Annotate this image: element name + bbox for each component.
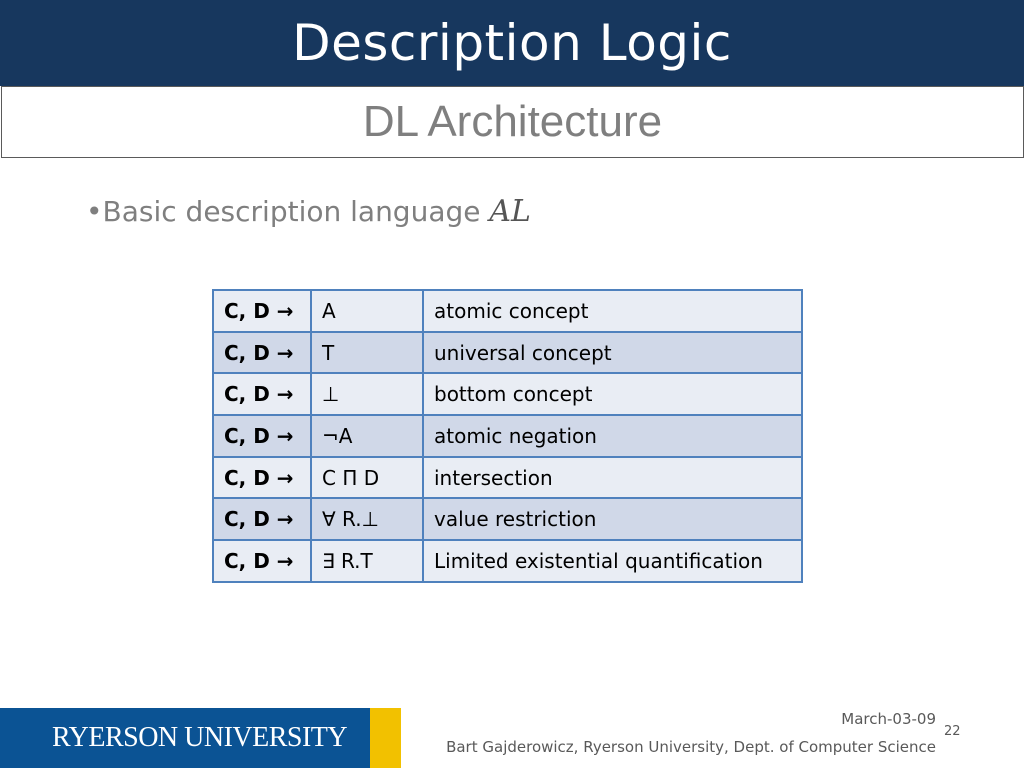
table-cell-desc: Limited existential quantification (422, 539, 803, 583)
table-row: C, D → ¬A atomic negation (212, 414, 803, 458)
table-cell-desc: bottom concept (422, 372, 803, 417)
table-cell-desc: value restriction (422, 497, 803, 542)
table-cell-lhs: C, D → (212, 289, 312, 333)
footer-author: Bart Gajderowicz, Ryerson University, De… (446, 738, 936, 756)
table-cell-lhs: C, D → (212, 539, 312, 583)
table-cell-expr: ⊥ (310, 372, 424, 417)
table-row: C, D → ∀ R.⊥ value restriction (212, 497, 803, 542)
bullet-text: •Basic description language (86, 195, 490, 228)
title-bar: Description Logic (0, 0, 1024, 86)
table-cell-desc: universal concept (422, 330, 803, 375)
slide-subtitle: DL Architecture (362, 97, 663, 146)
table-row: C, D → T universal concept (212, 330, 803, 375)
table-cell-lhs: C, D → (212, 455, 312, 500)
table-row: C, D → ⊥ bottom concept (212, 372, 803, 417)
table-cell-desc: atomic concept (422, 289, 803, 333)
table-cell-lhs: C, D → (212, 330, 312, 375)
table-cell-lhs: C, D → (212, 414, 312, 458)
table-cell-expr: ¬A (310, 414, 424, 458)
footer-date: March-03-09 (841, 710, 936, 728)
logo-text: RYERSON UNIVERSITY (52, 722, 348, 753)
table-cell-expr: C Π D (310, 455, 424, 500)
subtitle-box: DL Architecture (1, 86, 1024, 158)
table-row: C, D → A atomic concept (212, 289, 803, 333)
table-cell-lhs: C, D → (212, 372, 312, 417)
bullet-point: •Basic description language AL (86, 194, 531, 229)
table-cell-desc: intersection (422, 455, 803, 500)
logo-gold-stripe (370, 708, 401, 768)
table-cell-desc: atomic negation (422, 414, 803, 458)
table-cell-expr: T (310, 330, 424, 375)
language-symbol: AL (489, 194, 531, 229)
table-cell-expr: A (310, 289, 424, 333)
slide-title: Description Logic (292, 14, 732, 72)
syntax-table: C, D → A atomic concept C, D → T univers… (212, 289, 803, 583)
page-number: 22 (944, 724, 961, 739)
table-cell-lhs: C, D → (212, 497, 312, 542)
table-row: C, D → C Π D intersection (212, 455, 803, 500)
university-logo: RYERSON UNIVERSITY (0, 708, 401, 768)
table-row: C, D → ∃ R.T Limited existential quantif… (212, 539, 803, 583)
table-cell-expr: ∃ R.T (310, 539, 424, 583)
table-cell-expr: ∀ R.⊥ (310, 497, 424, 542)
